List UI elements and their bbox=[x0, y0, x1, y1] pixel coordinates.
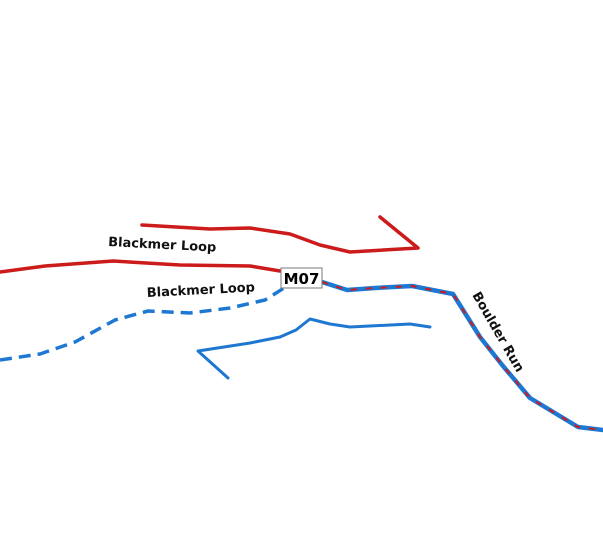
label-blackmer-loop-red: Blackmer Loop bbox=[108, 235, 217, 256]
junction-marker-label: M07 bbox=[284, 270, 320, 288]
red-trail-blackmer-loop bbox=[0, 259, 282, 274]
boulder-run-trail-blue bbox=[319, 279, 603, 433]
blue-dashed-trail-blackmer-loop bbox=[0, 286, 285, 362]
junction-marker-m07[interactable]: M07 bbox=[280, 267, 323, 289]
red-trail-arrow-upper bbox=[140, 215, 420, 254]
blue-trail-arrow-lower bbox=[196, 317, 432, 380]
label-blackmer-loop-blue: Blackmer Loop bbox=[146, 280, 255, 301]
boulder-run-trail-red-dashes bbox=[321, 281, 603, 431]
